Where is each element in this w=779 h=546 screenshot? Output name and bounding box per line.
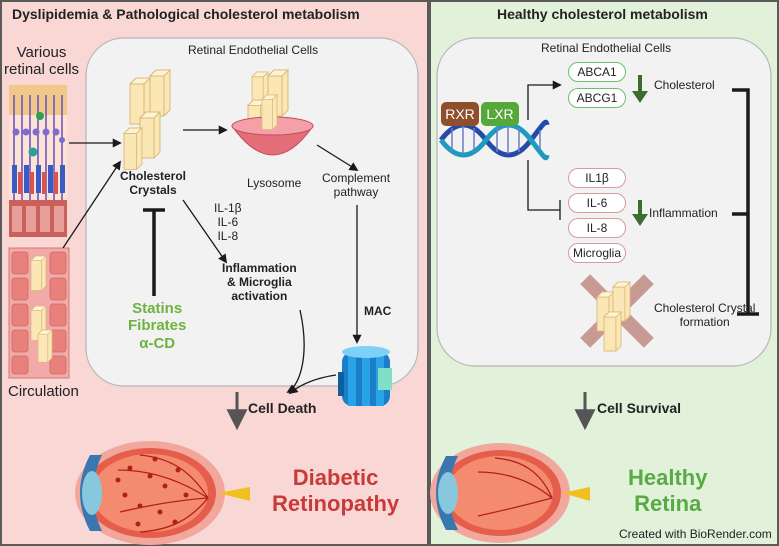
crystal-formation-label: Cholesterol Crystal formation (654, 301, 756, 329)
healthy-eye-icon (430, 443, 590, 543)
left-cell-box (85, 37, 419, 387)
mac-complex-icon (338, 346, 392, 406)
left-cytokines: IL-1β IL-6 IL-8 (214, 201, 242, 243)
cholesterol-label: Cholesterol (654, 78, 715, 92)
abcg1-pill: ABCG1 (568, 88, 626, 108)
cell-survival-label: Cell Survival (597, 400, 682, 416)
cell-death-label: Cell Death (248, 400, 317, 416)
right-panel-title: Healthy cholesterol metabolism (497, 6, 708, 22)
lxr-badge: LXR (481, 102, 519, 126)
complement-label: Complement pathway (322, 171, 391, 199)
inflammation-right-label: Inflammation (649, 206, 718, 220)
biorender-credit: Created with BioRender.com (619, 527, 772, 541)
il6-pill: IL-6 (568, 193, 626, 213)
drug-inhibition-bar (143, 208, 165, 296)
right-cell-box-label: Retinal Endothelial Cells (541, 41, 672, 55)
right-arrows (527, 80, 562, 220)
circulation-label: Circulation (8, 383, 79, 400)
microglia-pill: Microglia (568, 243, 626, 263)
il1b-pill: IL1β (568, 168, 626, 188)
lysosome-icon (231, 69, 314, 156)
blood-vessel-icon (8, 247, 70, 379)
healthy-retina-label: Healthy Retina (628, 465, 708, 517)
retinal-cells-icon (9, 85, 67, 237)
lysosome-label: Lysosome (247, 176, 302, 190)
abca1-pill: ABCA1 (568, 62, 626, 82)
cholesterol-crystal-inhibition (732, 88, 759, 316)
various-cells-label: Various retinal cells (4, 44, 80, 79)
il8-pill: IL-8 (568, 218, 626, 238)
mac-label: MAC (364, 304, 392, 318)
inflammation-label: Inflammation & Microglia activation (222, 261, 297, 303)
rxr-badge: RXR (441, 102, 479, 126)
left-panel-title: Dyslipidemia & Pathological cholesterol … (12, 6, 360, 22)
inhibited-crystal-icon (580, 274, 654, 352)
diabetic-retinopathy-label: Diabetic Retinopathy (272, 465, 400, 517)
drug-list: Statins Fibrates α-CD (128, 300, 187, 352)
crystals-label: Cholesterol Crystals (120, 169, 187, 197)
left-cell-box-label: Retinal Endothelial Cells (188, 43, 319, 57)
diabetic-eye-icon (75, 441, 250, 545)
outcome-arrows (226, 392, 596, 431)
decrease-arrows (632, 75, 648, 226)
left-arrows (62, 125, 362, 395)
